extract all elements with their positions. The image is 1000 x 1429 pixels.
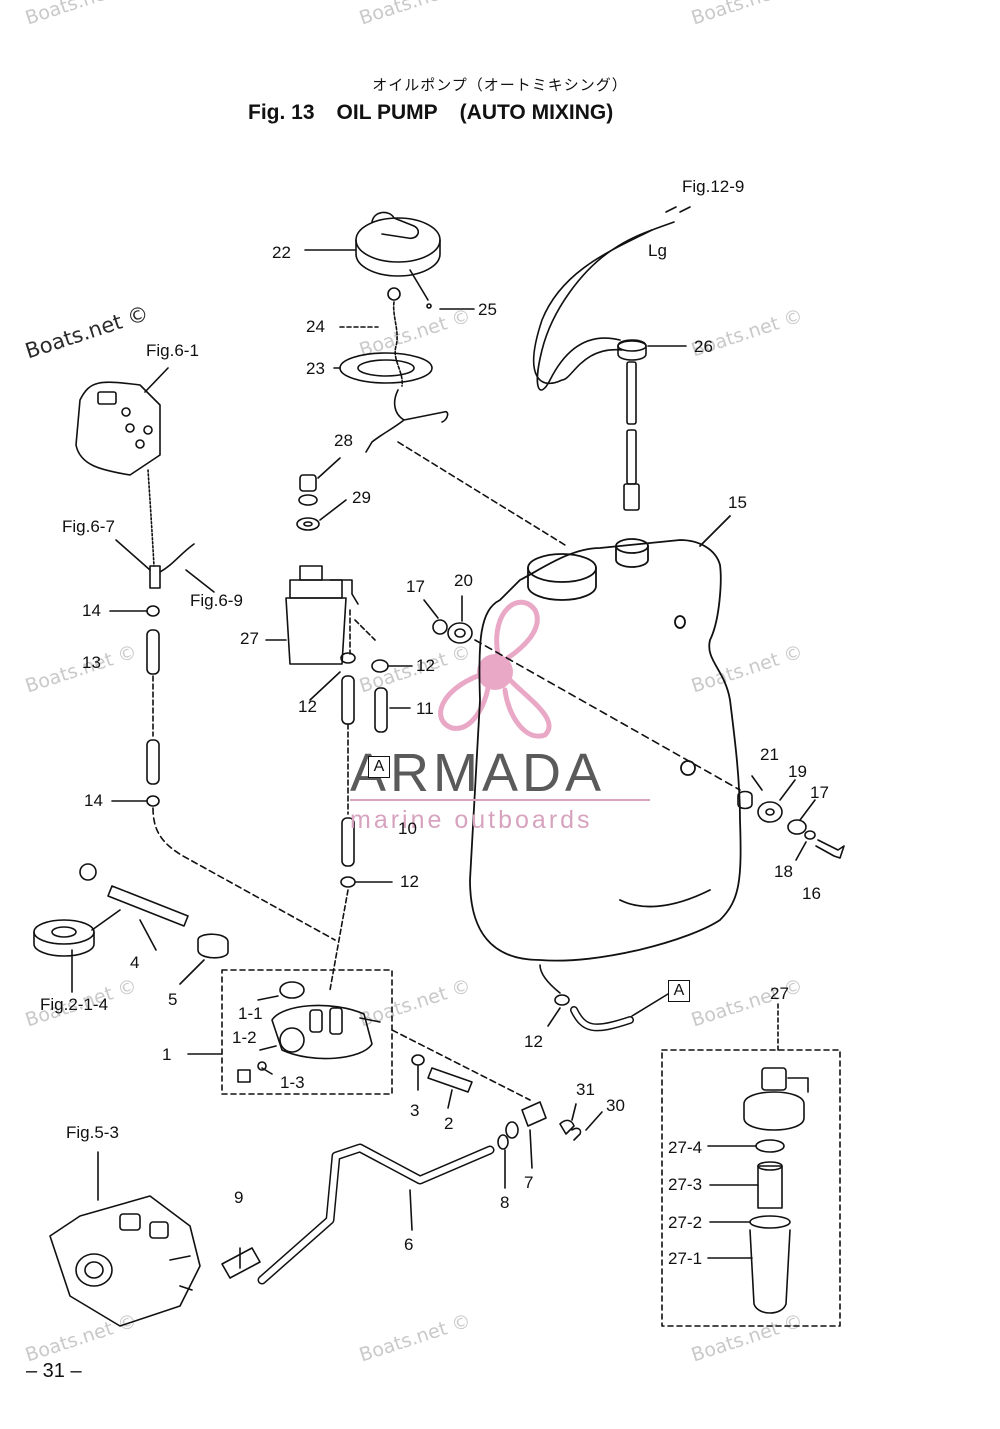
callout-21: 21	[760, 745, 779, 764]
callout-9: 9	[234, 1188, 244, 1207]
callout-8: 8	[500, 1193, 510, 1212]
callout-12-lower: 12	[524, 1032, 543, 1051]
ref-fig2-1-4: Fig.2-1-4	[40, 995, 109, 1014]
filter-detail-box	[661, 1049, 841, 1327]
callout-lg: Lg	[648, 241, 667, 260]
title-japanese: オイルポンプ（オートミキシング）	[372, 76, 628, 94]
callout-27-filter: 27	[240, 629, 259, 648]
callout-30: 30	[606, 1096, 625, 1115]
pipe-clip	[221, 1247, 261, 1279]
callout-17-upper: 17	[406, 577, 425, 596]
tee-fitting	[115, 539, 215, 593]
callout-10: 10	[398, 819, 417, 838]
callout-29: 29	[352, 488, 371, 507]
callout-11: 11	[416, 699, 434, 718]
callout-12-left: 12	[298, 697, 317, 716]
tank-gasket	[333, 352, 433, 384]
connection-marker-a: A	[368, 756, 390, 778]
callout-22: 22	[272, 243, 291, 262]
callout-12-upper: 12	[416, 656, 435, 675]
callout-28: 28	[334, 431, 353, 450]
callout-1: 1	[162, 1045, 172, 1064]
callout-19: 19	[788, 762, 807, 781]
oil-pump-assembly-box	[221, 969, 393, 1095]
title-subtitle: (AUTO MIXING)	[459, 101, 614, 124]
hoses	[309, 609, 413, 991]
callout-26: 26	[694, 337, 713, 356]
callout-27-2: 27-2	[668, 1213, 703, 1232]
oil-tank-cap	[304, 211, 441, 277]
page-title: Fig. 13 OIL PUMP (AUTO MIXING)	[248, 101, 635, 125]
reference-block-fig6-1	[75, 367, 169, 567]
callout-12-middle: 12	[400, 872, 419, 891]
brand-tagline: marine outboards	[350, 806, 593, 834]
callout-27-1: 27-1	[668, 1249, 703, 1268]
drive-gear	[33, 919, 95, 993]
brand-logo	[438, 599, 552, 739]
pump-washer-and-bolt	[411, 1054, 473, 1109]
callout-2: 2	[444, 1114, 454, 1133]
oil-level-sensor	[532, 206, 691, 511]
callout-20: 20	[454, 571, 473, 590]
callout-16: 16	[802, 884, 821, 903]
callout-7: 7	[524, 1173, 534, 1192]
callout-6: 6	[404, 1235, 414, 1254]
callout-1-2: 1-2	[232, 1028, 257, 1047]
bushing	[179, 933, 229, 985]
callout-24: 24	[306, 317, 325, 336]
connection-marker-a: A	[668, 980, 690, 1002]
callout-15: 15	[728, 493, 747, 512]
oil-pipe	[257, 1143, 495, 1285]
callout-1-1: 1-1	[238, 1004, 263, 1023]
brand-name: ARMADA	[350, 743, 606, 803]
callout-14-lower: 14	[84, 791, 103, 810]
outlet-fittings	[497, 1101, 603, 1189]
callout-27-4: 27-4	[668, 1138, 703, 1157]
chain	[339, 287, 403, 387]
callout-14-upper: 14	[82, 601, 101, 620]
oil-tank	[469, 515, 742, 962]
pump-shaft	[79, 863, 189, 951]
callout-4: 4	[130, 953, 140, 972]
callout-13: 13	[82, 653, 101, 672]
ref-fig6-9: Fig.6-9	[190, 591, 243, 610]
pin	[409, 269, 475, 310]
callout-17-lower: 17	[810, 783, 829, 802]
filter-exploded	[707, 1003, 809, 1314]
ref-fig12-9: Fig.12-9	[682, 177, 745, 196]
grommet-set-lower	[737, 775, 845, 861]
grommet-set-upper	[423, 595, 473, 644]
callout-3: 3	[410, 1101, 420, 1120]
brand-divider	[350, 799, 650, 801]
left-hoses	[109, 605, 336, 941]
callout-27-3: 27-3	[668, 1175, 703, 1194]
filter-fittings	[296, 457, 347, 531]
title-english: OIL PUMP	[336, 101, 438, 124]
callout-1-3: 1-3	[280, 1073, 305, 1092]
carburetor-reference	[49, 1151, 201, 1327]
figure-number: Fig. 13	[248, 101, 315, 124]
oil-filter	[265, 565, 359, 665]
page-number: – 31 –	[26, 1360, 82, 1382]
ref-fig5-3: Fig.5-3	[66, 1123, 119, 1142]
callout-23: 23	[306, 359, 325, 378]
callout-31: 31	[576, 1080, 595, 1099]
callout-5: 5	[168, 990, 178, 1009]
callout-27-detail: 27	[770, 984, 789, 1003]
ref-fig6-7: Fig.6-7	[62, 517, 115, 536]
callout-25: 25	[478, 300, 497, 319]
ref-fig6-1: Fig.6-1	[146, 341, 199, 360]
callout-18: 18	[774, 862, 793, 881]
tank-outlet-hose	[539, 964, 669, 1032]
oil-pump	[187, 981, 381, 1083]
